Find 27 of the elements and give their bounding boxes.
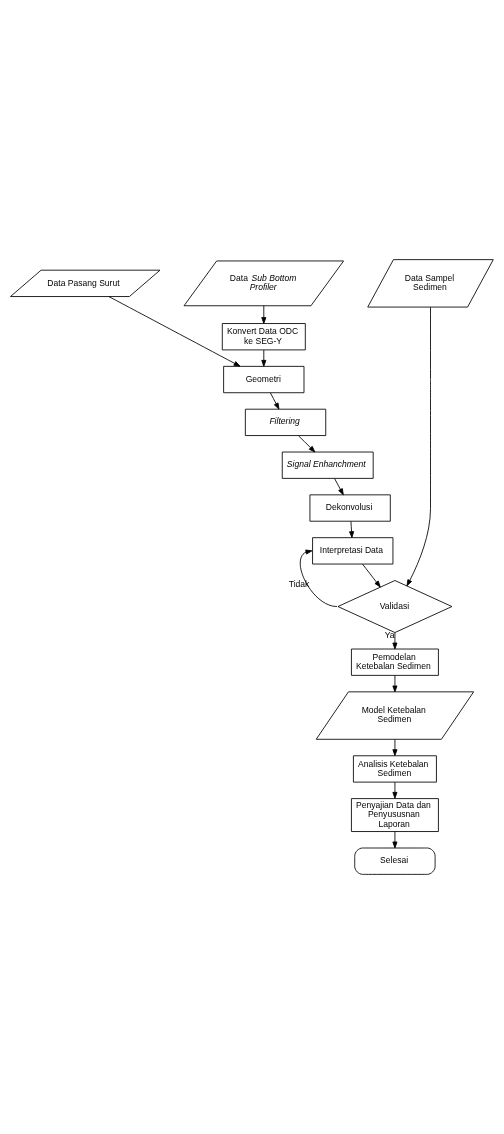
node-box: Dekonvolusi bbox=[309, 494, 391, 522]
node-box: Selesai bbox=[354, 847, 436, 875]
arrow bbox=[392, 781, 398, 799]
arrow bbox=[108, 296, 241, 367]
arrow bbox=[299, 549, 338, 607]
arrow bbox=[261, 349, 267, 367]
node-box: Interpretasi Data bbox=[312, 537, 394, 565]
node-box: Signal Enhanchment bbox=[281, 451, 374, 479]
node-box: Penyajian Data dan Penyususnan Laporan bbox=[351, 798, 439, 832]
arrow bbox=[362, 563, 381, 588]
edge-label: Ya bbox=[384, 630, 395, 641]
arrow bbox=[261, 305, 267, 324]
arrow bbox=[392, 831, 398, 849]
node-box: Geometri bbox=[223, 365, 305, 394]
arrow bbox=[349, 520, 355, 538]
arrow bbox=[392, 632, 398, 650]
arrow bbox=[334, 478, 344, 496]
arrow bbox=[270, 392, 280, 410]
arrow bbox=[392, 739, 398, 756]
arrow bbox=[392, 675, 398, 693]
node-box: Analisis Ketebalan Sedimen bbox=[353, 755, 437, 783]
node-box: Pemodelan Ketebalan Sedimen bbox=[351, 648, 439, 676]
node-box: Filtering bbox=[244, 408, 327, 436]
node-box: Konvert Data ODC ke SEG-Y bbox=[221, 323, 306, 351]
arrow bbox=[406, 306, 431, 587]
edge-label: Tidak bbox=[288, 578, 310, 589]
arrow bbox=[298, 435, 316, 453]
